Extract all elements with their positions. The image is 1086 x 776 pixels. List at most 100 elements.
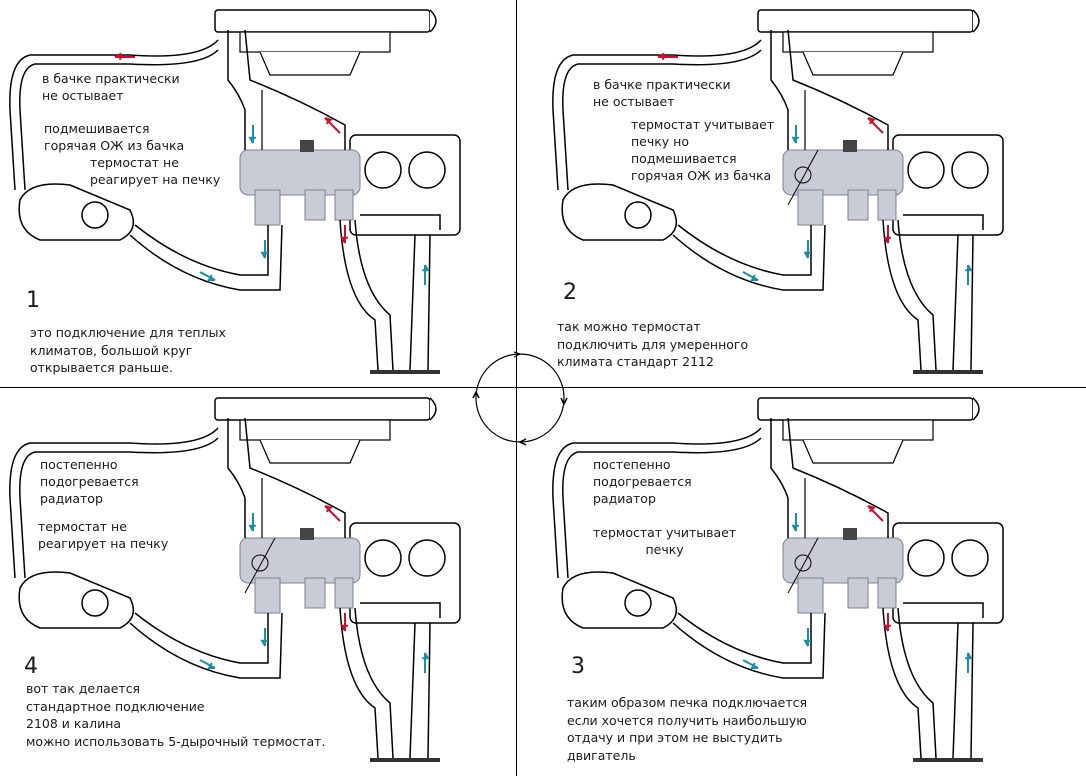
thermostat-outlet xyxy=(254,577,281,614)
heater-core-end xyxy=(429,9,437,33)
thermostat-sensor xyxy=(843,140,857,152)
description-line: стандартное подключение xyxy=(26,698,205,714)
blocked-port-icon xyxy=(794,554,812,572)
tank-hose xyxy=(552,39,762,191)
description-line: если хочется получить наибольшую xyxy=(567,712,807,728)
panel-number: 2 xyxy=(563,280,577,305)
note-line: печку xyxy=(645,542,684,557)
thermostat-sensor xyxy=(843,528,857,540)
note-line: радиатор xyxy=(40,491,103,506)
flow-arrow xyxy=(199,271,216,281)
radiator-flange xyxy=(370,370,440,374)
flow-arrowhead xyxy=(965,652,973,660)
bracket xyxy=(903,602,984,618)
hose xyxy=(409,234,416,371)
panel-1: в бачке практически не остывает подмешив… xyxy=(0,0,543,388)
blocked-port-slash xyxy=(244,537,276,594)
hose xyxy=(427,234,431,371)
note-line: термостат не xyxy=(90,155,179,170)
thermostat-outlet xyxy=(304,577,326,609)
note-radiator: постепенно подогревается радиатор xyxy=(593,456,692,507)
description-line: подключить для умеренного xyxy=(557,336,749,352)
cycle-arrowhead xyxy=(472,390,480,399)
note-thermostat: термостат учитывает печку xyxy=(593,524,736,558)
cylinder xyxy=(408,539,446,577)
note-line: в бачке практически xyxy=(593,77,731,92)
flow-arrowhead xyxy=(750,662,759,670)
note-line: не остывает xyxy=(593,94,675,109)
note-line: горячая ОЖ из бачка xyxy=(631,168,772,183)
note-line: в бачке практически xyxy=(42,71,180,86)
cooling-diagram-3 xyxy=(552,397,1004,762)
flow-arrowhead xyxy=(883,236,891,244)
flow-arrowhead xyxy=(114,52,122,60)
tank-outlet-hose xyxy=(677,224,812,276)
bracket xyxy=(360,214,441,230)
flow-arrow xyxy=(867,117,884,134)
description-line: можно использовать 5-дырочный термостат. xyxy=(26,733,326,749)
note-thermostat: термостат не реагирует на печку xyxy=(90,154,220,188)
note-line: термостат учитывает xyxy=(593,525,737,540)
flow-arrowhead xyxy=(791,524,799,532)
hose xyxy=(354,219,394,371)
hose xyxy=(970,234,974,371)
panel-description: это подключение для теплых климатов, бол… xyxy=(30,324,226,377)
panel-3: постепенно подогревается радиатор термос… xyxy=(543,388,1086,776)
tank-hose xyxy=(9,427,219,579)
tank-hose xyxy=(562,437,762,579)
thermostat-housing xyxy=(239,149,361,196)
description-line: открывается раньше. xyxy=(30,360,173,375)
tank-outlet-hose xyxy=(129,224,283,291)
tank-outlet-hose xyxy=(129,612,283,679)
bracket xyxy=(360,602,441,618)
flow-arrowhead xyxy=(867,505,876,513)
tank-hose xyxy=(19,49,219,191)
note-tank-hot: в бачке практически не остывает xyxy=(593,76,731,110)
tank-hose xyxy=(552,427,762,579)
panel-description: вот так делается стандартное подключение… xyxy=(26,680,325,750)
flow-arrowhead xyxy=(803,639,811,647)
hose xyxy=(952,234,959,371)
tank-cap xyxy=(624,201,652,229)
flow-arrowhead xyxy=(207,274,216,282)
heater-fan xyxy=(259,439,361,464)
note-line: подмешивается xyxy=(631,151,737,166)
blocked-port-icon xyxy=(251,554,269,572)
heater-housing xyxy=(782,419,934,441)
flow-arrowhead xyxy=(867,117,876,125)
flow-arrowhead xyxy=(207,662,216,670)
heater-core xyxy=(757,9,974,33)
flow-arrow xyxy=(742,659,759,669)
thermostat-outlet xyxy=(847,577,869,609)
flow-arrowhead xyxy=(422,652,430,660)
flow-arrowhead xyxy=(260,639,268,647)
cooling-diagram-1 xyxy=(9,9,461,374)
note-line: реагирует на печку xyxy=(38,536,169,551)
note-line: термостат не xyxy=(38,519,127,534)
radiator-flange xyxy=(913,758,983,762)
heater-core xyxy=(214,397,431,421)
thermostat-outlet xyxy=(877,577,897,609)
note-line: не остывает xyxy=(42,88,124,103)
engine-block xyxy=(892,522,1004,624)
description-line: отдачу и при этом не выстудить xyxy=(567,730,783,745)
horizontal-divider xyxy=(0,387,1086,388)
tank-cap xyxy=(81,589,109,617)
cylinder xyxy=(951,151,989,189)
cylinder xyxy=(951,539,989,577)
cycle-arrowhead xyxy=(560,397,568,406)
tank-outlet-hose xyxy=(677,612,812,664)
hose xyxy=(409,622,416,759)
hose xyxy=(952,622,959,759)
flow-arrow xyxy=(867,505,884,522)
flow-arrowhead xyxy=(324,505,333,513)
note-thermostat: термостат учитывает печку но подмешивает… xyxy=(631,116,774,184)
panel-description: так можно термостат подключить для умере… xyxy=(557,318,748,371)
expansion-tank xyxy=(18,183,135,241)
heater-housing xyxy=(239,419,391,441)
note-line: горячая ОЖ из бачка xyxy=(44,138,185,153)
expansion-tank xyxy=(18,571,135,629)
flow-arrowhead xyxy=(791,136,799,144)
thermostat-outlet xyxy=(334,189,354,221)
hose xyxy=(897,219,937,371)
